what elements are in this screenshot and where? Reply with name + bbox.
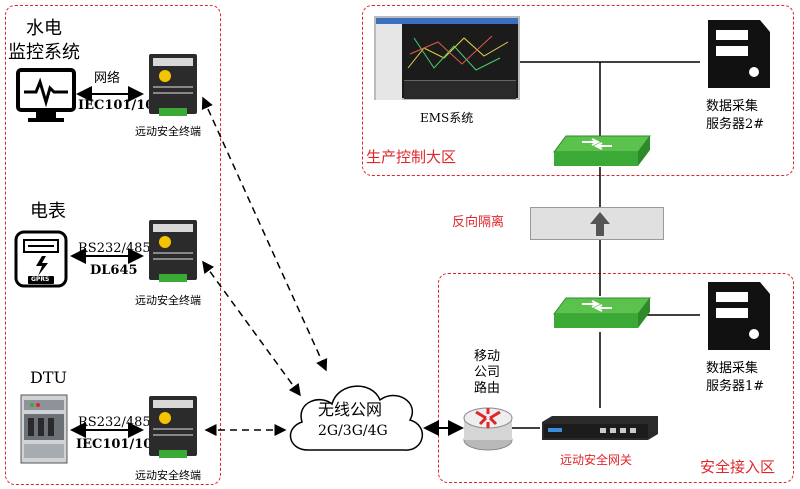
hydro-title-line1: 水电 <box>26 18 62 39</box>
up-arrow-icon <box>590 212 610 236</box>
cloud-label-1: 无线公网 <box>318 400 383 419</box>
server-bottom-label-1: 数据采集 <box>706 361 759 376</box>
link-label-top-3: RS232/485 <box>78 415 151 430</box>
gateway-device <box>542 416 658 440</box>
meter-title: 电表 <box>30 201 66 222</box>
monitor-icon <box>16 68 76 122</box>
safe-access-zone-label: 安全接入区 <box>700 458 776 476</box>
router-label-3: 路由 <box>474 381 501 396</box>
cloud-label-2: 2G/3G/4G <box>318 423 388 439</box>
router-label-1: 移动 <box>474 349 501 364</box>
switch-icon-bottom <box>553 297 651 328</box>
link-label-bottom-3: IEC101/104 <box>76 437 162 452</box>
server-icon-top <box>708 20 770 88</box>
hydro-title-line2: 监控系统 <box>8 42 80 63</box>
terminal-device-3 <box>149 396 197 458</box>
meter-icon <box>14 230 68 288</box>
switch-icon-top <box>553 135 651 166</box>
safe-access-zone-border <box>438 273 794 483</box>
link-label-top-1: 网络 <box>94 71 121 86</box>
server-icon-bottom <box>708 282 770 350</box>
terminal-device-1 <box>149 54 197 116</box>
server-bottom-label-2: 服务器1# <box>706 379 765 394</box>
production-zone-label: 生产控制大区 <box>366 148 457 166</box>
gprs-badge: GPRS <box>31 276 50 283</box>
link-label-bottom-2: DL645 <box>90 263 138 278</box>
router-label-2: 公司 <box>474 365 501 380</box>
server-top-label-1: 数据采集 <box>706 99 759 114</box>
production-zone-border <box>362 5 794 176</box>
link-label-top-2: RS232/485 <box>78 241 151 256</box>
link-label-bottom-1: IEC101/104 <box>78 98 164 113</box>
terminal-label-3: 远动安全终端 <box>135 469 201 482</box>
terminal-device-2 <box>149 220 197 282</box>
terminal-label-1: 远动安全终端 <box>135 125 201 138</box>
router-icon <box>463 407 513 451</box>
cabinet-icon <box>20 394 68 464</box>
server-top-label-2: 服务器2# <box>706 117 765 132</box>
ems-label: EMS系统 <box>420 111 474 125</box>
terminal-label-2: 远动安全终端 <box>135 294 201 307</box>
ems-screen <box>374 16 520 100</box>
cloud-icon <box>289 385 424 451</box>
gateway-label: 远动安全网关 <box>560 453 633 467</box>
dtu-title: DTU <box>30 368 67 387</box>
isolation-label: 反向隔离 <box>452 215 505 230</box>
